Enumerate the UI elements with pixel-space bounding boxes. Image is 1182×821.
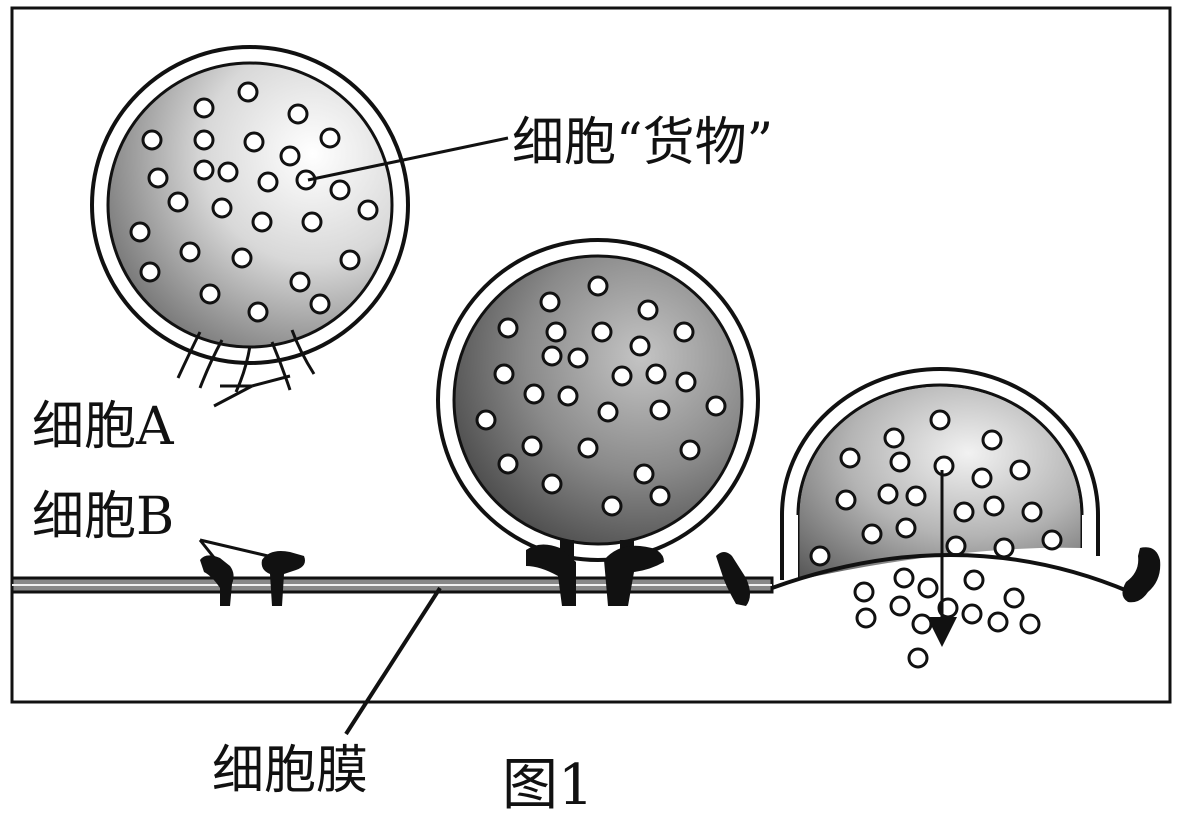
cargo-label: 细胞“货物” xyxy=(512,113,773,173)
cell-b-label: 细胞B xyxy=(32,487,174,547)
cell-b-leader-lines xyxy=(198,538,269,561)
vesicle-right xyxy=(780,367,1100,580)
cell-a-proteins xyxy=(176,329,316,393)
cell-b-receptors xyxy=(200,551,305,606)
vesicle-left xyxy=(90,45,410,393)
cargo-leader-line xyxy=(307,136,509,182)
membrane-protein xyxy=(716,552,750,606)
membrane-protein-right xyxy=(1122,547,1161,603)
membrane-leader-line xyxy=(344,586,442,736)
cell-membrane xyxy=(10,576,774,594)
vesicle-middle xyxy=(436,238,760,606)
cell-a-label: 细胞A xyxy=(32,397,175,457)
cargo-particles xyxy=(129,81,379,323)
figure-caption: 图1 xyxy=(502,753,594,818)
cell-a-leader-lines xyxy=(213,374,291,408)
fused-membrane xyxy=(771,553,1131,594)
released-cargo xyxy=(853,567,1041,669)
membrane-label: 细胞膜 xyxy=(212,741,368,801)
figure-frame xyxy=(10,6,1172,704)
